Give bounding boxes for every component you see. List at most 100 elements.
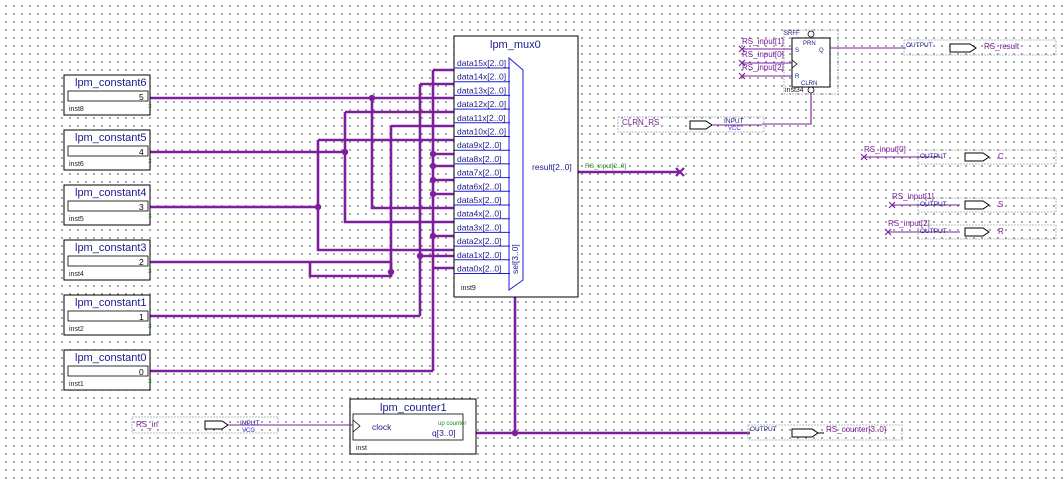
mux-sel-port: sel[3..0] (510, 244, 520, 274)
srff-prn: PRN (803, 41, 816, 47)
srff-in2-label: RS_input[2] (742, 63, 784, 72)
rs-in-name: RS_in (136, 420, 158, 429)
constant-block[interactable]: lpm_constant6 53 inst8 (63, 74, 152, 116)
constant-title: lpm_constant3 (75, 242, 147, 254)
mux-data-port: data6x[2..0] (457, 181, 501, 191)
constant-value: 0 (139, 367, 144, 377)
counter-clock-port: clock (372, 422, 392, 432)
srff-block[interactable]: SRFF PRN S Q R CLRN inst34 (783, 29, 839, 95)
constant-inst: inst8 (69, 106, 84, 113)
mux-data-port: data13x[2..0] (457, 85, 506, 95)
constant-block[interactable]: lpm_constant5 43 inst6 (63, 129, 152, 171)
lpm-counter-block[interactable]: lpm_counter1 clock up counter q[3..0] in… (349, 398, 477, 455)
srff-q: Q (819, 48, 824, 54)
clrn-wire (762, 93, 812, 125)
constant-inst: inst2 (69, 326, 84, 333)
input-pin-clrn-rs[interactable]: CLRN_RS INPUT VCC (617, 116, 765, 133)
constant-width: 3 (148, 268, 152, 275)
out-r-type: OUTPUT (920, 228, 947, 235)
unconnected-x-icon (675, 167, 685, 177)
rs-counter-name: RS_counter[3..0] (826, 425, 886, 434)
constant-title: lpm_constant1 (75, 297, 147, 309)
srff-in1-label: RS_input[1] (742, 37, 784, 46)
srff-inst: inst34 (785, 87, 804, 94)
srff-s: S (795, 48, 799, 54)
clrn-rs-vcc: VCC (728, 126, 741, 132)
lpm-mux-block[interactable]: lpm_mux0 data15x[2..0]data14x[2..0]data1… (453, 35, 579, 298)
out-s-name: S (998, 200, 1003, 209)
constant-width: 3 (148, 158, 152, 165)
clrn-rs-name: CLRN_RS (622, 118, 659, 127)
output-pin-s[interactable]: RS_input[1] OUTPUT S (888, 192, 1057, 213)
mux-data-port: data14x[2..0] (457, 72, 506, 82)
out-c-name: C (998, 152, 1004, 161)
constant-value: 1 (139, 312, 144, 322)
constant-block[interactable]: lpm_constant0 03 inst1 (63, 349, 152, 391)
constant-value: 5 (139, 92, 144, 102)
counter-title: lpm_counter1 (380, 402, 447, 414)
rs-in-type: INPUT (240, 420, 260, 427)
output-pin-r[interactable]: RS_input[2] OUTPUT R (884, 219, 1057, 240)
counter-up-label: up counter (438, 421, 466, 427)
srff-r: R (795, 74, 800, 80)
rs-in-vcc: VCC (242, 428, 255, 434)
constant-width: 3 (148, 323, 152, 330)
mux-data-port: data15x[2..0] (457, 58, 506, 68)
constant-inst: inst4 (69, 271, 84, 278)
constant-value: 3 (139, 202, 144, 212)
srff-inputs: RS_input[1] RS_input[0] RS_input[2] (738, 37, 792, 80)
constant-blocks: lpm_constant653inst8lpm_constant543inst6… (63, 74, 152, 391)
output-pin-rs-counter[interactable]: OUTPUT RS_counter[3..0] (747, 424, 903, 441)
out-r-name: R (998, 227, 1004, 236)
srff-in0-label: RS_input[0] (742, 50, 784, 59)
constant-title: lpm_constant0 (75, 352, 147, 364)
counter-inst-label: inst (356, 445, 367, 452)
constant-inst: inst5 (69, 216, 84, 223)
mux-port-list: data15x[2..0] data14x[2..0] data13x[2..0] d… (454, 58, 510, 274)
mux-inst-label: inst9 (461, 285, 476, 292)
mux-data-port: data8x[2..0] (457, 154, 501, 164)
mux-data-port: data3x[2..0] (457, 222, 501, 232)
constant-inst: inst6 (69, 161, 84, 168)
input-pin-rs-in[interactable]: RS_in INPUT VCC (131, 416, 279, 434)
clrn-rs-type: INPUT (724, 118, 744, 125)
rs-result-name: RS_result (984, 42, 1020, 51)
constant-block[interactable]: lpm_constant3 23 inst4 (63, 239, 152, 281)
constant-inst: inst1 (69, 381, 84, 388)
counter-q-port: q[3..0] (432, 428, 456, 438)
mux-data-port: data10x[2..0] (457, 127, 506, 137)
output-pin-c[interactable]: RS_input[0] OUTPUT C (860, 145, 1057, 165)
mux-data-port: data7x[2..0] (457, 168, 501, 178)
constant-width: 3 (148, 103, 152, 110)
rs-result-type: OUTPUT (906, 42, 933, 49)
junction-dots (314, 94, 519, 437)
bus-network (148, 68, 750, 435)
srff-clrn: CLRN (801, 81, 817, 87)
output-pin-rs-result[interactable]: OUTPUT RS_result (903, 39, 1057, 56)
out-s-type: OUTPUT (920, 201, 947, 208)
mux-data-port: data11x[2..0] (457, 113, 506, 123)
mux-data-port: data9x[2..0] (457, 140, 501, 150)
constant-block[interactable]: lpm_constant4 33 inst5 (63, 184, 152, 226)
mux-data-port: data0x[2..0] (457, 264, 501, 274)
mux-data-port: data12x[2..0] (457, 99, 506, 109)
srff-type: SRFF (784, 31, 800, 37)
constant-width: 3 (148, 378, 152, 385)
constant-title: lpm_constant6 (75, 77, 147, 89)
constant-value: 4 (139, 147, 144, 157)
mux-result-net-label: RS_input[2..0] (585, 163, 626, 170)
rs-counter-type: OUTPUT (750, 426, 777, 433)
constant-width: 3 (148, 213, 152, 220)
out-s-source: RS_input[1] (892, 192, 934, 201)
constant-title: lpm_constant4 (75, 187, 147, 199)
constant-block[interactable]: lpm_constant1 13 inst2 (63, 294, 152, 336)
constant-title: lpm_constant5 (75, 132, 147, 144)
mux-result-port: result[2..0] (532, 162, 572, 172)
mux-data-port: data5x[2..0] (457, 195, 501, 205)
out-c-type: OUTPUT (920, 153, 947, 160)
mux-data-port: data2x[2..0] (457, 236, 501, 246)
constant-value: 2 (139, 257, 144, 267)
out-r-source: RS_input[2] (888, 219, 930, 228)
mux-title: lpm_mux0 (490, 39, 541, 51)
